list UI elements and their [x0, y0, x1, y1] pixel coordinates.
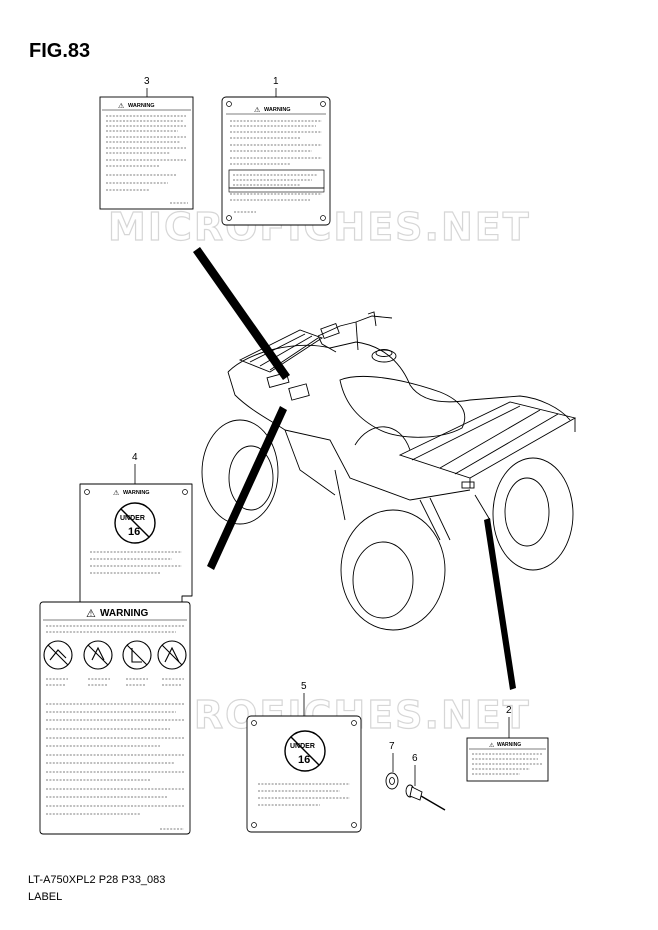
callout-4: 4 — [132, 452, 138, 463]
label-1[interactable]: 1 ⚠ WARNING — [221, 76, 331, 226]
leader-lines — [193, 247, 516, 690]
label-4-age: 16 — [128, 526, 140, 538]
warning-triangle-icon: ⚠ — [118, 102, 124, 110]
callout-3: 3 — [144, 76, 150, 87]
warning-triangle-icon: ⚠ — [489, 742, 495, 749]
no-pavement-icon — [157, 640, 187, 670]
label-4-large[interactable]: ⚠ WARNING — [39, 601, 191, 835]
warning-triangle-icon: ⚠ — [86, 608, 96, 620]
part-6-rivet[interactable]: 6 — [405, 753, 446, 811]
label-2[interactable]: 2 ⚠ WARNING — [466, 705, 549, 782]
under-16-icon — [284, 730, 326, 772]
callout-5: 5 — [301, 681, 307, 692]
callout-6: 6 — [412, 753, 418, 764]
label-4-under: UNDER — [120, 515, 145, 522]
no-alcohol-icon — [122, 640, 152, 670]
figure-title: FIG.83 — [29, 40, 91, 62]
part-7-washer[interactable]: 7 — [385, 741, 399, 790]
figure-code: LT-A750XPL2 P28 P33_083 — [28, 874, 166, 886]
label-3[interactable]: 3 ⚠ WARNING — [99, 76, 194, 210]
label-3-warning: WARNING — [128, 103, 155, 109]
warning-triangle-icon: ⚠ — [113, 489, 119, 497]
atv-drawing — [201, 311, 577, 631]
no-helmet-icon — [43, 640, 73, 670]
label-5[interactable]: 5 UNDER 16 — [246, 681, 362, 833]
label-1-warning: WARNING — [264, 107, 291, 113]
under-16-icon — [114, 502, 156, 544]
no-passenger-icon — [83, 640, 113, 670]
label-4[interactable]: 4 ⚠ WARNING UNDER 16 — [79, 452, 193, 603]
label-5-under: UNDER — [290, 743, 315, 750]
label-large-warning: WARNING — [100, 608, 149, 619]
callout-1: 1 — [273, 76, 279, 87]
label-2-warning: WARNING — [497, 742, 521, 748]
label-5-age: 16 — [298, 754, 310, 766]
label-4-warning: WARNING — [123, 490, 150, 496]
callout-2: 2 — [506, 705, 512, 716]
callout-7: 7 — [389, 741, 395, 752]
figure-name: LABEL — [28, 891, 63, 903]
warning-triangle-icon: ⚠ — [254, 106, 260, 114]
